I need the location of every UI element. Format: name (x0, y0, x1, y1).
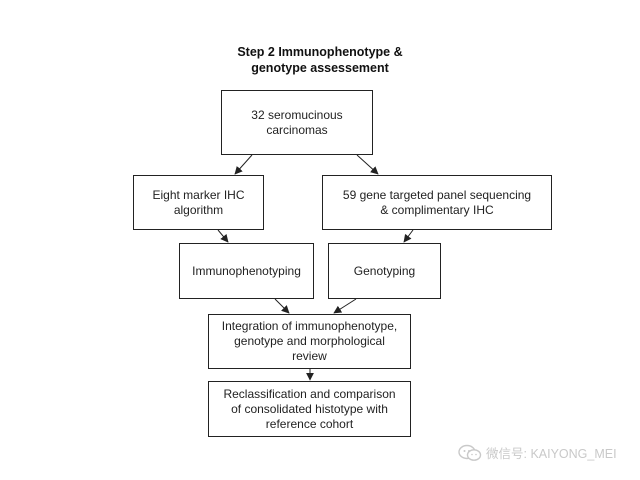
watermark-text: 微信号: KAIYONG_MEI (486, 447, 617, 461)
arrow-panel-to-geno (403, 229, 414, 243)
integration-line-3: review (292, 349, 327, 363)
reclassification-line-1: Reclassification and comparison (223, 386, 396, 401)
diagram-title: Step 2 Immunophenotype & genotype assess… (190, 44, 450, 76)
box-immunophenotyping: Immunophenotyping (179, 243, 314, 299)
wechat-icon (458, 444, 482, 461)
arrow-ihc-to-immuno (217, 229, 229, 243)
box-eight-marker-ihc: Eight marker IHC algorithm (133, 175, 264, 230)
panel-line-2: & complimentary IHC (380, 202, 494, 217)
ihc-line-2: algorithm (173, 202, 224, 217)
arrow-geno-to-integration (333, 298, 357, 314)
box-integration: Integration of immunophenotype, genotype… (208, 314, 411, 369)
arrow-carcinomas-to-panel (356, 154, 379, 175)
watermark: 微信号: KAIYONG_MEI (458, 443, 617, 462)
carcinomas-line-2: carcinomas (266, 122, 328, 137)
integration-line-1: Integration of immunophenotype, (221, 319, 398, 333)
box-genotyping: Genotyping (328, 243, 441, 299)
box-seromucinous-carcinomas: 32 seromucinous carcinomas (221, 90, 373, 155)
reclassification-line-2: of consolidated histotype with (231, 401, 388, 416)
box-reclassification: Reclassification and comparison of conso… (208, 381, 411, 437)
title-line-1: Step 2 Immunophenotype & (237, 45, 403, 59)
panel-line-1: 59 gene targeted panel sequencing (342, 187, 532, 202)
carcinomas-line-1: 32 seromucinous (251, 107, 343, 122)
reclassification-line-3: reference cohort (265, 416, 354, 431)
geno-line-1: Genotyping (353, 263, 416, 278)
integration-line-2: genotype and morphological (234, 334, 385, 348)
box-gene-panel-sequencing: 59 gene targeted panel sequencing & comp… (322, 175, 552, 230)
title-line-2: genotype assessement (251, 61, 389, 75)
immuno-line-1: Immunophenotyping (192, 263, 301, 278)
ihc-line-1: Eight marker IHC (152, 187, 245, 202)
arrow-immuno-to-integration (274, 298, 290, 314)
arrow-carcinomas-to-ihc (234, 154, 253, 175)
